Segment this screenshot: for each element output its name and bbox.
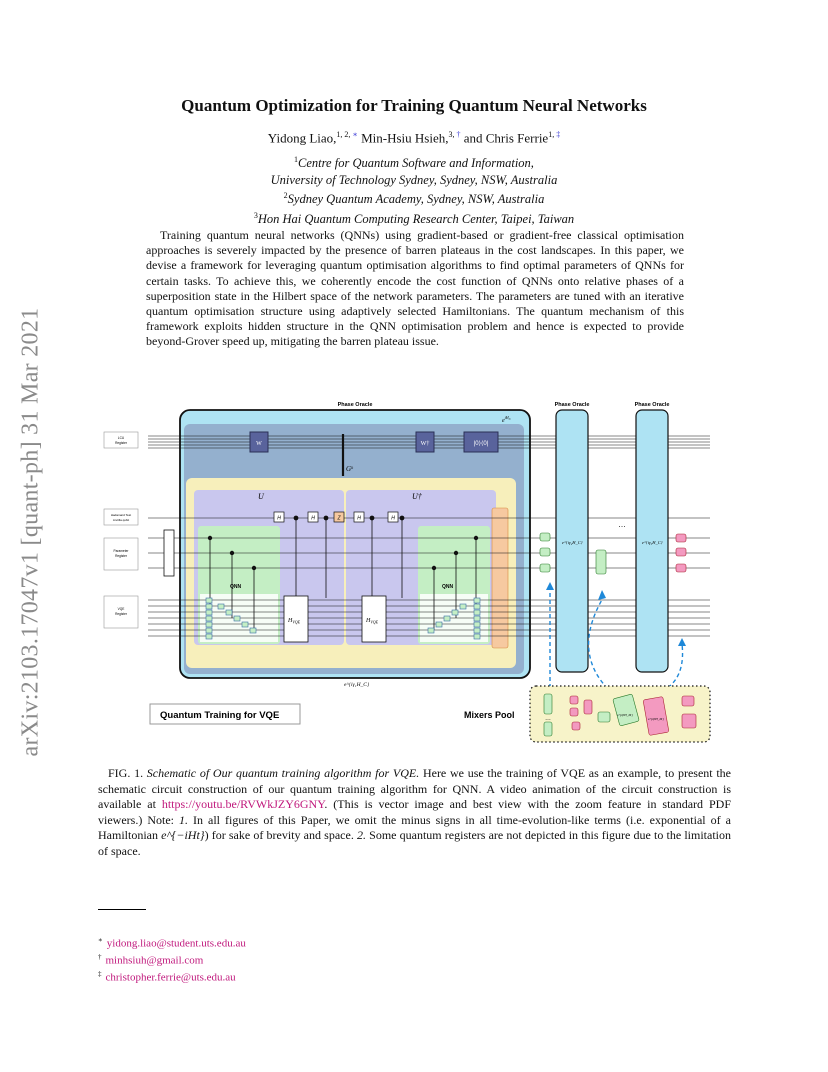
footnote-item: ‡christopher.ferrie@uts.edu.au: [98, 969, 236, 984]
email-link[interactable]: christopher.ferrie@uts.edu.au: [105, 971, 236, 984]
svg-text:Register: Register: [115, 441, 128, 445]
svg-text:W: W: [256, 441, 262, 447]
phase-oracle-label: Phase Oracle: [338, 402, 373, 408]
register-labels: LCU Register Hadamard Test Ancilla qubit…: [103, 431, 139, 629]
mixer-label: e^{iβH_M}: [648, 717, 664, 721]
author-name: Yidong Liao,: [267, 130, 337, 146]
exp-gamma2-label: e^{iγ₂H_C}: [562, 540, 583, 545]
exp-gamma1-label: e^{iγ₁H_C}: [344, 682, 370, 688]
affiliation-line: 2Sydney Quantum Academy, Sydney, NSW, Au…: [283, 191, 545, 207]
svg-text:VQE: VQE: [118, 607, 125, 611]
phase-oracle-label: Phase Oracle: [555, 402, 590, 408]
svg-text:H: H: [391, 516, 395, 522]
mixer-gate: [595, 549, 607, 575]
ellipsis: …: [618, 520, 626, 529]
projector-gate: [463, 431, 499, 453]
mixer-gates: [539, 532, 551, 573]
footnote-item: †minhsiuh@gmail.com: [98, 952, 204, 967]
svg-text:…: …: [545, 716, 551, 722]
svg-text:Hadamard Test: Hadamard Test: [111, 513, 131, 517]
mixers-pool-gates: [543, 693, 697, 737]
mixer-arrows: [549, 588, 684, 699]
pink-mixer-gates: [675, 533, 687, 573]
abstract: Training quantum neural networks (QNNs) …: [146, 228, 684, 349]
svg-text:HVQE: HVQE: [287, 618, 301, 625]
phase-oracle-3: [635, 409, 669, 673]
qnn-rotation-gates: [205, 597, 481, 640]
mixers-pool-label: Mixers Pool: [464, 710, 515, 720]
svg-text:|0⟩⟨0|: |0⟩⟨0|: [474, 440, 489, 447]
orange-gate: [491, 507, 509, 649]
svg-text:Register: Register: [115, 612, 128, 616]
video-link[interactable]: https://youtu.be/RVWkJZY6GNY: [161, 797, 325, 811]
qnn-label: QNN: [230, 584, 242, 590]
svg-text:Ancilla qubit: Ancilla qubit: [113, 518, 129, 522]
quantum-training-label: Quantum Training for VQE: [160, 710, 279, 721]
qnn-label: QNN: [442, 584, 454, 590]
svg-text:H: H: [357, 516, 361, 522]
mixer-label: e^{iβH_M}: [617, 713, 633, 717]
author-name: Min-Hsiu Hsieh,: [361, 130, 449, 146]
footnote-mark[interactable]: †: [456, 130, 461, 139]
email-link[interactable]: yidong.liao@student.uts.edu.au: [106, 937, 246, 950]
hvqe-gate: [361, 595, 387, 643]
svg-text:H: H: [311, 516, 315, 522]
affiliation-line: University of Technology Sydney, Sydney,…: [270, 172, 558, 187]
footnotes: ∗yidong.liao@student.uts.edu.au †minhsiu…: [98, 934, 246, 985]
phase-oracle-label: Phase Oracle: [635, 402, 670, 408]
email-link[interactable]: minhsiuh@gmail.com: [105, 954, 204, 967]
circuit-figure: Phase Oracle eiHC QNN QNN LCU Register H…: [103, 402, 711, 743]
affiliation-line: 3Hon Hai Quantum Computing Research Cent…: [253, 210, 575, 226]
affiliation-line: 1Centre for Quantum Software and Informa…: [294, 155, 534, 171]
author-list: Yidong Liao,1, 2, ∗ Min-Hsiu Hsieh,3, † …: [267, 130, 561, 146]
figure-caption: FIG. 1. Schematic of Our quantum trainin…: [98, 766, 732, 858]
u-dag-label: U†: [412, 492, 423, 501]
footnote-mark[interactable]: ‡: [556, 130, 561, 139]
svg-text:Parameter: Parameter: [114, 549, 130, 553]
hvqe-gate: [283, 595, 309, 643]
paper-title: Quantum Optimization for Training Quantu…: [181, 96, 647, 115]
author-name: and Chris Ferrie: [463, 130, 549, 146]
u-label: U: [258, 492, 265, 501]
w-dag-gate: [415, 431, 435, 453]
exp-gamma3-label: e^{iγ₃H_C}: [642, 540, 663, 545]
arxiv-stamp: arXiv:2103.17047v1 [quant-ph] 31 Mar 202…: [17, 307, 44, 757]
svg-text:Z: Z: [336, 516, 341, 522]
hadamard-gates: H H Z H H: [273, 511, 399, 523]
footnote-mark[interactable]: ∗: [352, 130, 358, 139]
svg-text:LCU: LCU: [118, 436, 125, 440]
svg-text:W†: W†: [421, 441, 430, 447]
svg-text:H: H: [277, 516, 281, 522]
footnote-item: ∗yidong.liao@student.uts.edu.au: [98, 936, 246, 950]
exp-hc-top: eiHC: [502, 415, 512, 424]
svg-text:HVQE: HVQE: [365, 618, 379, 625]
affiliations: 1Centre for Quantum Software and Informa…: [0, 152, 828, 227]
svg-text:Register: Register: [115, 554, 128, 558]
quantum-training-box: [149, 703, 301, 725]
w-gate: [249, 431, 269, 453]
g-power-label: Gᵏ: [346, 465, 354, 473]
phase-oracle-2: [555, 409, 589, 673]
footnote-rule: [98, 909, 146, 910]
